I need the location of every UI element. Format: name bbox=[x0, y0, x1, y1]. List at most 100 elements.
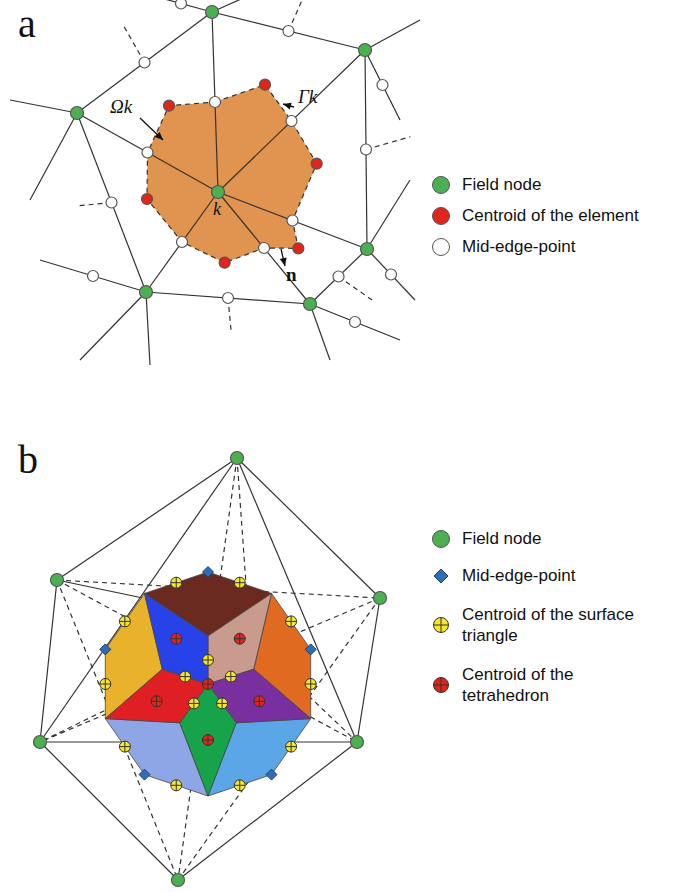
legend-symbol bbox=[432, 567, 450, 585]
mesh-line bbox=[367, 180, 410, 249]
surface-triangle-centroid bbox=[119, 741, 130, 752]
mid-edge-point bbox=[210, 97, 221, 108]
surface-triangle-centroid bbox=[193, 698, 194, 709]
legend-text: Centroid of the tetrahedron bbox=[462, 664, 652, 707]
field-node bbox=[212, 186, 225, 199]
tetrahedron-centroid bbox=[176, 633, 177, 644]
element-centroid bbox=[260, 79, 271, 90]
mid-edge-point bbox=[139, 769, 150, 780]
dual-cell bbox=[147, 85, 317, 263]
surface-triangle-centroid bbox=[217, 698, 228, 709]
legend-text: Field node bbox=[462, 174, 541, 195]
surface-triangle-centroid bbox=[171, 780, 182, 791]
tetrahedron-centroid bbox=[234, 633, 245, 644]
mesh-line bbox=[150, 0, 212, 12]
legend-entry: Centroid of the surface triangle bbox=[432, 604, 652, 647]
mesh-line bbox=[77, 113, 218, 192]
legend-text: Field node bbox=[462, 528, 541, 549]
legend-swatch bbox=[432, 238, 450, 256]
mid-edge-point bbox=[259, 243, 270, 254]
mesh-line bbox=[146, 192, 218, 292]
mid-edge-point bbox=[283, 26, 294, 37]
field-node bbox=[51, 574, 64, 587]
field-node bbox=[172, 874, 185, 887]
field-node bbox=[359, 44, 372, 57]
legend-text: Centroid of the surface triangle bbox=[462, 604, 652, 647]
mesh-line bbox=[310, 304, 330, 360]
boundary-symbol: Γk bbox=[298, 86, 317, 108]
surface-triangle-centroid bbox=[203, 655, 214, 666]
mesh-line bbox=[57, 458, 237, 580]
surface-triangle-centroid bbox=[239, 780, 240, 791]
dashed-line bbox=[366, 137, 410, 150]
mesh-line bbox=[365, 50, 400, 120]
mesh-line bbox=[310, 304, 400, 340]
surface-triangle-centroid bbox=[222, 698, 223, 709]
element-centroid bbox=[293, 243, 304, 254]
element-centroid bbox=[164, 100, 175, 111]
mesh-line bbox=[357, 598, 380, 742]
surface-triangle-centroid bbox=[124, 741, 125, 752]
mesh-line bbox=[77, 12, 212, 113]
legend-symbol bbox=[432, 676, 450, 694]
field-node bbox=[206, 6, 219, 19]
surface-triangle-centroid bbox=[208, 655, 209, 666]
mid-edge-point bbox=[377, 80, 388, 91]
mesh-line bbox=[237, 458, 380, 598]
mesh-line bbox=[365, 20, 420, 50]
tetrahedron-centroid bbox=[203, 679, 214, 690]
mesh-line bbox=[146, 292, 150, 365]
tetrahedron-centroid bbox=[203, 735, 214, 746]
surface-triangle-centroid bbox=[185, 671, 186, 682]
arrow-head bbox=[283, 103, 292, 110]
arrow-head bbox=[280, 257, 287, 266]
legend-entry: Centroid of the element bbox=[432, 205, 639, 226]
mesh-line bbox=[218, 192, 367, 249]
mid-edge-point bbox=[176, 0, 187, 9]
mesh-line bbox=[40, 260, 146, 292]
mesh-line bbox=[367, 249, 415, 300]
mesh-line bbox=[40, 580, 57, 742]
mid-edge-point bbox=[333, 271, 344, 282]
mid-edge-point bbox=[350, 317, 361, 328]
mesh-line bbox=[10, 100, 77, 113]
panel-letter: b bbox=[18, 436, 38, 483]
normal-vector: n bbox=[286, 264, 297, 286]
surface-triangle-centroid bbox=[291, 616, 292, 627]
legend-text: Mid-edge-point bbox=[462, 565, 575, 586]
mesh-line bbox=[212, 12, 365, 50]
legend-swatch bbox=[432, 176, 450, 194]
mesh-line bbox=[80, 292, 146, 360]
mid-edge-point bbox=[266, 769, 277, 780]
mid-edge-point bbox=[386, 269, 397, 280]
surface-triangle-centroid bbox=[119, 616, 130, 627]
surface-triangle-centroid bbox=[234, 780, 245, 791]
mid-edge-point bbox=[139, 57, 150, 68]
dual-face bbox=[145, 593, 209, 684]
legend-text: Centroid of the element bbox=[462, 205, 639, 226]
dashed-line bbox=[122, 24, 144, 63]
element-centroid bbox=[311, 158, 322, 169]
surface-triangle-centroid bbox=[225, 671, 236, 682]
surface-triangle-centroid bbox=[188, 698, 199, 709]
mid-edge-point bbox=[287, 215, 298, 226]
surface-triangle-centroid bbox=[291, 741, 292, 752]
surface-triangle-centroid bbox=[286, 741, 297, 752]
surface-triangle-centroid bbox=[124, 616, 125, 627]
mid-edge-point bbox=[88, 271, 99, 282]
dashed-line bbox=[339, 277, 375, 302]
legend-entry: Mid-edge-point bbox=[432, 565, 575, 586]
surface-triangle-centroid bbox=[180, 671, 191, 682]
surface-triangle-centroid bbox=[310, 679, 311, 690]
field-node bbox=[351, 736, 364, 749]
legend-symbol bbox=[432, 616, 450, 634]
surface-triangle-centroid bbox=[176, 780, 177, 791]
mesh-line bbox=[146, 292, 310, 304]
node-index: k bbox=[213, 199, 221, 220]
mid-edge-point bbox=[106, 197, 117, 208]
legend-text: Mid-edge-point bbox=[462, 236, 575, 257]
tetrahedron-centroid bbox=[208, 679, 209, 690]
leader-line bbox=[140, 118, 163, 140]
tetrahedron-centroid bbox=[151, 696, 162, 707]
mesh-line bbox=[310, 249, 367, 304]
